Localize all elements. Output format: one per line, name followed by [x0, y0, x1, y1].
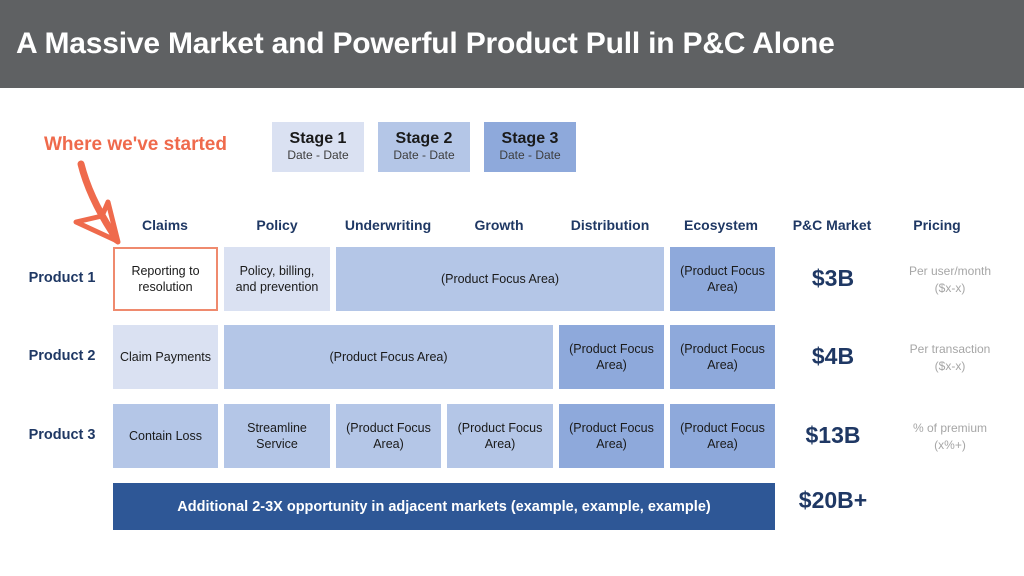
column-header-policy: Policy [256, 217, 298, 233]
title-bar: A Massive Market and Powerful Product Pu… [0, 0, 1024, 88]
column-header-claims: Claims [142, 217, 188, 233]
matrix-cell[interactable]: Policy, billing, and prevention [224, 247, 330, 311]
matrix-cell-label: (Product Focus Area) [346, 420, 431, 452]
stage-title: Stage 1 [289, 129, 347, 147]
matrix-cell-label: (Product Focus Area) [680, 420, 765, 452]
matrix-cell[interactable]: Streamline Service [224, 404, 330, 468]
stage-title: Stage 3 [501, 129, 559, 147]
pricing-line-2: (x%+) [934, 438, 966, 453]
pricing-product-3: % of premium (x%+) [886, 420, 1014, 455]
pricing-line-2: ($x-x) [934, 281, 966, 296]
pricing-line-2: ($x-x) [934, 359, 966, 374]
annotation-label: Where we've started [44, 134, 227, 155]
adjacent-markets-label: Additional 2-3X opportunity in adjacent … [177, 498, 711, 515]
column-header-underwriting: Underwriting [344, 217, 432, 233]
matrix-cell[interactable]: (Product Focus Area) [336, 247, 664, 311]
matrix-cell-label: Contain Loss [129, 428, 202, 443]
matrix-cell-label: (Product Focus Area) [457, 420, 543, 452]
matrix-cell-label: (Product Focus Area) [680, 341, 765, 373]
market-value-product-3: $13B [805, 422, 861, 448]
row-label-product-3: Product 3 [28, 427, 96, 443]
market-value-product-1: $3B [811, 265, 855, 291]
column-header-ecosystem: Ecosystem [684, 217, 758, 233]
matrix-cell[interactable]: (Product Focus Area) [447, 404, 553, 468]
stage-dates: Date - Date [499, 148, 561, 163]
matrix-cell-label: Policy, billing, and prevention [235, 263, 319, 295]
matrix-cell[interactable]: Contain Loss [113, 404, 218, 468]
stage-box-1[interactable]: Stage 1 Date - Date [272, 122, 364, 172]
market-value-product-2: $4B [811, 343, 855, 369]
matrix-cell-label: Reporting to resolution [131, 263, 200, 295]
row-label-product-1: Product 1 [28, 270, 96, 286]
stage-dates: Date - Date [393, 148, 455, 163]
adjacent-markets-bar: Additional 2-3X opportunity in adjacent … [113, 483, 775, 530]
matrix-cell-label: (Product Focus Area) [440, 271, 560, 286]
matrix-cell[interactable]: (Product Focus Area) [559, 325, 664, 389]
matrix-cell[interactable]: Claim Payments [113, 325, 218, 389]
pricing-line-1: Per transaction [909, 342, 991, 356]
row-label-product-2: Product 2 [28, 348, 96, 364]
stage-box-2[interactable]: Stage 2 Date - Date [378, 122, 470, 172]
matrix-cell-label: (Product Focus Area) [569, 420, 654, 452]
stage-dates: Date - Date [287, 148, 349, 163]
matrix-cell-label: (Product Focus Area) [329, 349, 448, 364]
matrix-cell[interactable]: Reporting to resolution [113, 247, 218, 311]
column-header-pc-market: P&C Market [792, 217, 872, 233]
matrix-cell[interactable]: (Product Focus Area) [670, 325, 775, 389]
matrix-cell-label: (Product Focus Area) [680, 263, 765, 295]
stage-title: Stage 2 [395, 129, 453, 147]
hand-drawn-down-arrow-icon [73, 160, 121, 245]
matrix-cell[interactable]: (Product Focus Area) [336, 404, 441, 468]
matrix-cell[interactable]: (Product Focus Area) [670, 247, 775, 311]
matrix-cell[interactable]: (Product Focus Area) [559, 404, 664, 468]
matrix-cell-label: (Product Focus Area) [569, 341, 654, 373]
pricing-product-2: Per transaction ($x-x) [886, 341, 1014, 376]
pricing-line-1: % of premium [912, 421, 988, 435]
pricing-line-1: Per user/month [908, 264, 992, 278]
adjacent-markets-value: $20B+ [798, 487, 868, 513]
matrix-cell[interactable]: (Product Focus Area) [670, 404, 775, 468]
matrix-cell[interactable]: (Product Focus Area) [224, 325, 553, 389]
column-header-pricing: Pricing [913, 217, 961, 233]
matrix-cell-label: Claim Payments [120, 349, 211, 364]
matrix-cell-label: Streamline Service [247, 420, 307, 452]
column-header-growth: Growth [474, 217, 524, 233]
page-title: A Massive Market and Powerful Product Pu… [16, 27, 835, 60]
stage-box-3[interactable]: Stage 3 Date - Date [484, 122, 576, 172]
pricing-product-1: Per user/month ($x-x) [886, 263, 1014, 298]
column-header-distribution: Distribution [570, 217, 650, 233]
